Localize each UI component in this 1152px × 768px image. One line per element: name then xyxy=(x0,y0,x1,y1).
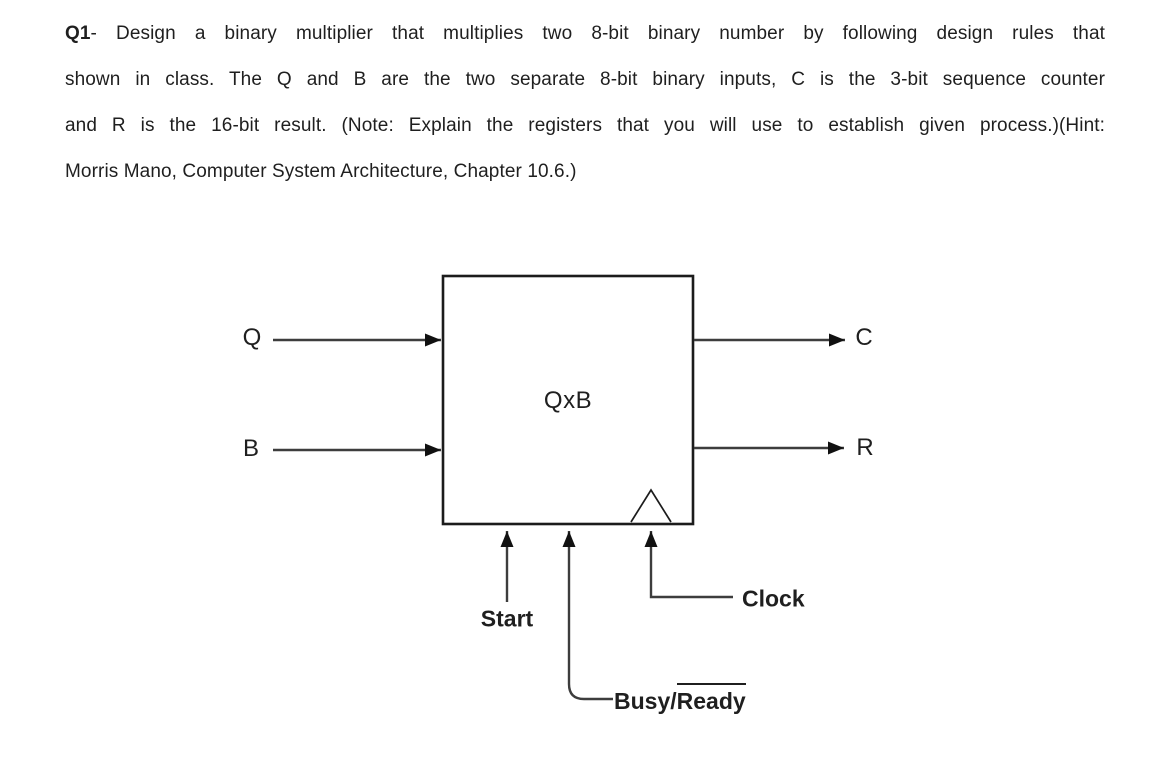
r-output-label: R xyxy=(856,434,874,461)
question-line-3: and R is the 16-bit result. (Note: Expla… xyxy=(65,115,1105,136)
busy-label-part: Busy/ xyxy=(614,688,677,714)
qxb-box xyxy=(441,274,695,526)
diagram-wires xyxy=(273,333,845,701)
clock-edge-triangle xyxy=(630,488,672,523)
qxb-box-label: QxB xyxy=(543,387,593,414)
question-line-1: Q1- Design a binary multiplier that mult… xyxy=(65,11,1105,57)
clock-label: Clock xyxy=(742,585,805,612)
busy-ready-label: Busy/Ready xyxy=(614,683,746,715)
q-input-label: Q xyxy=(242,324,262,351)
clock-arrow xyxy=(644,531,733,599)
question-line-4: Morris Mano, Computer System Architectur… xyxy=(65,161,577,182)
question-line-2: shown in class. The Q and B are the two … xyxy=(65,69,1105,90)
busy-ready-arrow xyxy=(562,531,613,701)
start-label: Start xyxy=(480,605,534,632)
ready-label-part-overlined: Ready xyxy=(676,683,746,715)
b-input-label: B xyxy=(242,435,260,462)
question-line-1-text: - Design a binary multiplier that multip… xyxy=(90,23,1105,44)
c-output-label: C xyxy=(855,324,873,351)
question-number: Q1 xyxy=(65,23,91,44)
question-text: Q1- Design a binary multiplier that mult… xyxy=(65,11,1105,195)
